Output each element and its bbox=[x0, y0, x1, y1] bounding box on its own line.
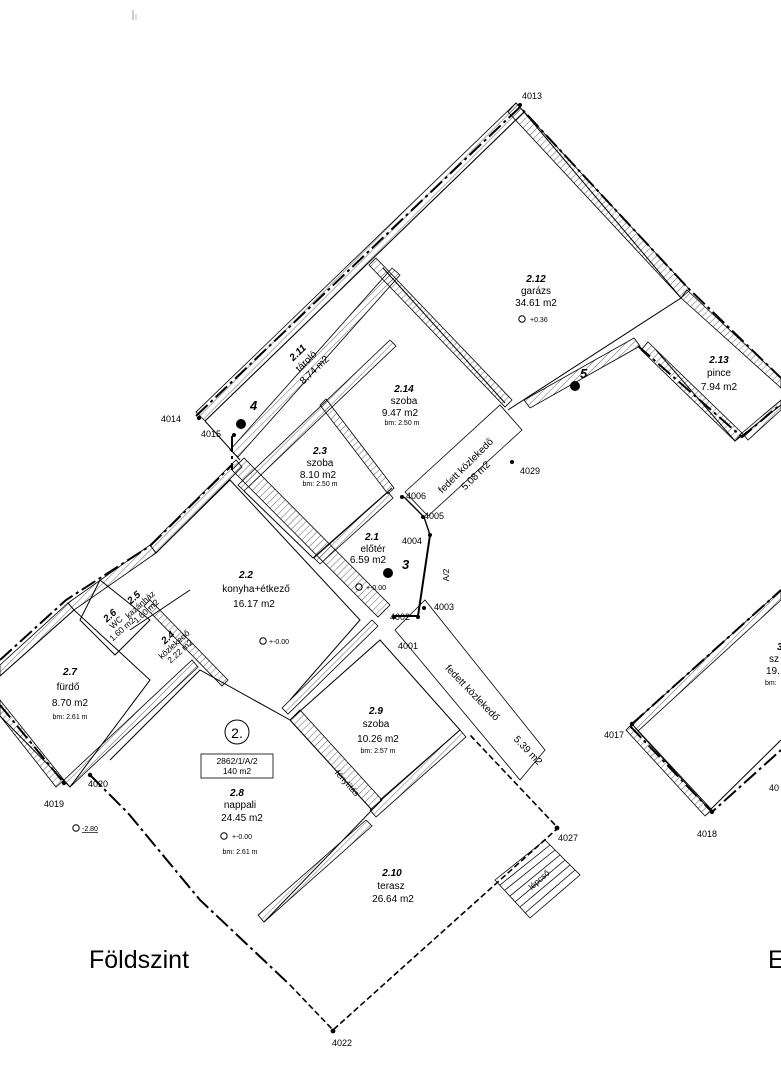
room-2-1-name: előtér bbox=[360, 544, 386, 555]
parcel-area: 140 m2 bbox=[223, 766, 252, 776]
room-2-9-area: 10.26 m2 bbox=[357, 734, 399, 745]
room-2-10-name: terasz bbox=[377, 881, 404, 892]
room-2-14-number: 2.14 bbox=[393, 384, 414, 395]
room-2-8-area: 24.45 m2 bbox=[221, 813, 263, 824]
point-4013: 4013 bbox=[522, 91, 542, 101]
elevation-symbols bbox=[72, 315, 526, 840]
room-2-9-number: 2.9 bbox=[368, 706, 383, 717]
point-4017: 4017 bbox=[604, 730, 624, 740]
room-2-1-number: 2.1 bbox=[364, 532, 379, 543]
point-4015: 4015 bbox=[201, 429, 221, 439]
room-2-14-name: szoba bbox=[391, 396, 418, 407]
room-2-3-number: 2.3 bbox=[312, 446, 327, 457]
room-2-1-area: 6.59 m2 bbox=[350, 555, 387, 566]
room-2-2-name: konyha+étkező bbox=[222, 584, 290, 595]
room-2-7-name: fürdő bbox=[57, 682, 80, 693]
point-fragment: 40 bbox=[769, 783, 779, 793]
parcel-number: 2862/1/A/2 bbox=[216, 756, 257, 766]
room-2-12-name: garázs bbox=[521, 286, 551, 297]
survey-points bbox=[61, 103, 714, 1034]
room-2-12-number: 2.12 bbox=[525, 274, 546, 285]
elevation-garage: +0.36 bbox=[530, 317, 548, 324]
building-marker: 2. bbox=[231, 725, 243, 741]
marker-4: 4 bbox=[249, 398, 258, 413]
building-marker-circle bbox=[224, 719, 250, 745]
room-2-3-name: szoba bbox=[307, 458, 334, 469]
room-2-7-height: bm: 2.61 m bbox=[52, 714, 87, 721]
right-room-name: sz bbox=[769, 654, 779, 665]
room-2-14-height: bm: 2.50 m bbox=[384, 420, 419, 427]
covered-walkway-2-label: fedett közlekedő bbox=[443, 663, 502, 723]
elevation-outside: -2.80 bbox=[82, 826, 98, 833]
point-4018: 4018 bbox=[697, 829, 717, 839]
point-4019: 4019 bbox=[44, 799, 64, 809]
covered-walkway-bands bbox=[394, 404, 546, 781]
stairs-label: lépcső bbox=[527, 868, 552, 892]
point-4006: 4006 bbox=[406, 491, 426, 501]
room-2-8-number: 2.8 bbox=[229, 788, 244, 799]
point-4001: 4001 bbox=[398, 641, 418, 651]
point-4014: 4014 bbox=[161, 414, 181, 424]
elevation-kitchen: +-0.00 bbox=[269, 639, 289, 646]
room-2-10-area: 26.64 m2 bbox=[372, 894, 414, 905]
entrance-path bbox=[394, 534, 431, 617]
point-4004: 4004 bbox=[402, 536, 422, 546]
parcel-box bbox=[200, 753, 274, 779]
room-2-8-height: bm: 2.61 m bbox=[222, 849, 257, 856]
room-2-7-area: 8.70 m2 bbox=[52, 698, 89, 709]
room-2-13-name: pince bbox=[707, 368, 731, 379]
point-4020: 4020 bbox=[88, 779, 108, 789]
right-room-area: 19. bbox=[766, 666, 780, 677]
floor-title-right: E bbox=[768, 946, 781, 974]
room-2-10-number: 2.10 bbox=[381, 868, 402, 879]
covered-walkway-2-area: 5.39 m2 bbox=[511, 734, 544, 768]
section-label: A/2 bbox=[441, 568, 451, 581]
marker-5: 5 bbox=[580, 366, 588, 381]
labels: 2.12 garázs 34.61 m2 +0.36 2.13 pince 7.… bbox=[44, 91, 781, 1048]
room-2-2-number: 2.2 bbox=[238, 570, 253, 581]
right-room-id: 3 bbox=[777, 642, 781, 653]
room-2-3-area: 8.10 m2 bbox=[300, 470, 337, 481]
stairs bbox=[494, 839, 581, 919]
position-markers bbox=[236, 381, 580, 578]
room-2-13-area: 7.94 m2 bbox=[701, 382, 738, 393]
point-4022: 4022 bbox=[332, 1038, 352, 1048]
room-2-8-name: nappali bbox=[224, 800, 256, 811]
point-4002: 4002 bbox=[390, 612, 410, 622]
room-2-3-height: bm: 2.50 m bbox=[302, 481, 337, 488]
walls bbox=[0, 102, 781, 923]
point-4005: 4005 bbox=[424, 511, 444, 521]
point-4003: 4003 bbox=[434, 602, 454, 612]
room-2-2-area: 16.17 m2 bbox=[233, 599, 275, 610]
room-2-7-number: 2.7 bbox=[62, 667, 77, 678]
room-2-9-height: bm: 2.57 m bbox=[360, 748, 395, 755]
elevation-living: +-0.00 bbox=[232, 834, 252, 841]
terrace-outline bbox=[289, 734, 560, 1032]
room-2-13-number: 2.13 bbox=[708, 355, 729, 366]
elevation-entrance: +-0.00 bbox=[366, 585, 386, 592]
room-2-9-name: szoba bbox=[363, 719, 390, 730]
point-4029: 4029 bbox=[520, 466, 540, 476]
marker-3: 3 bbox=[402, 557, 410, 572]
room-outlines bbox=[0, 111, 781, 923]
point-4027: 4027 bbox=[558, 833, 578, 843]
room-2-12-area: 34.61 m2 bbox=[515, 298, 557, 309]
floor-title: Földszint bbox=[89, 946, 189, 974]
room-2-14-area: 9.47 m2 bbox=[382, 408, 419, 419]
right-room-height: bm: bbox=[765, 680, 777, 687]
